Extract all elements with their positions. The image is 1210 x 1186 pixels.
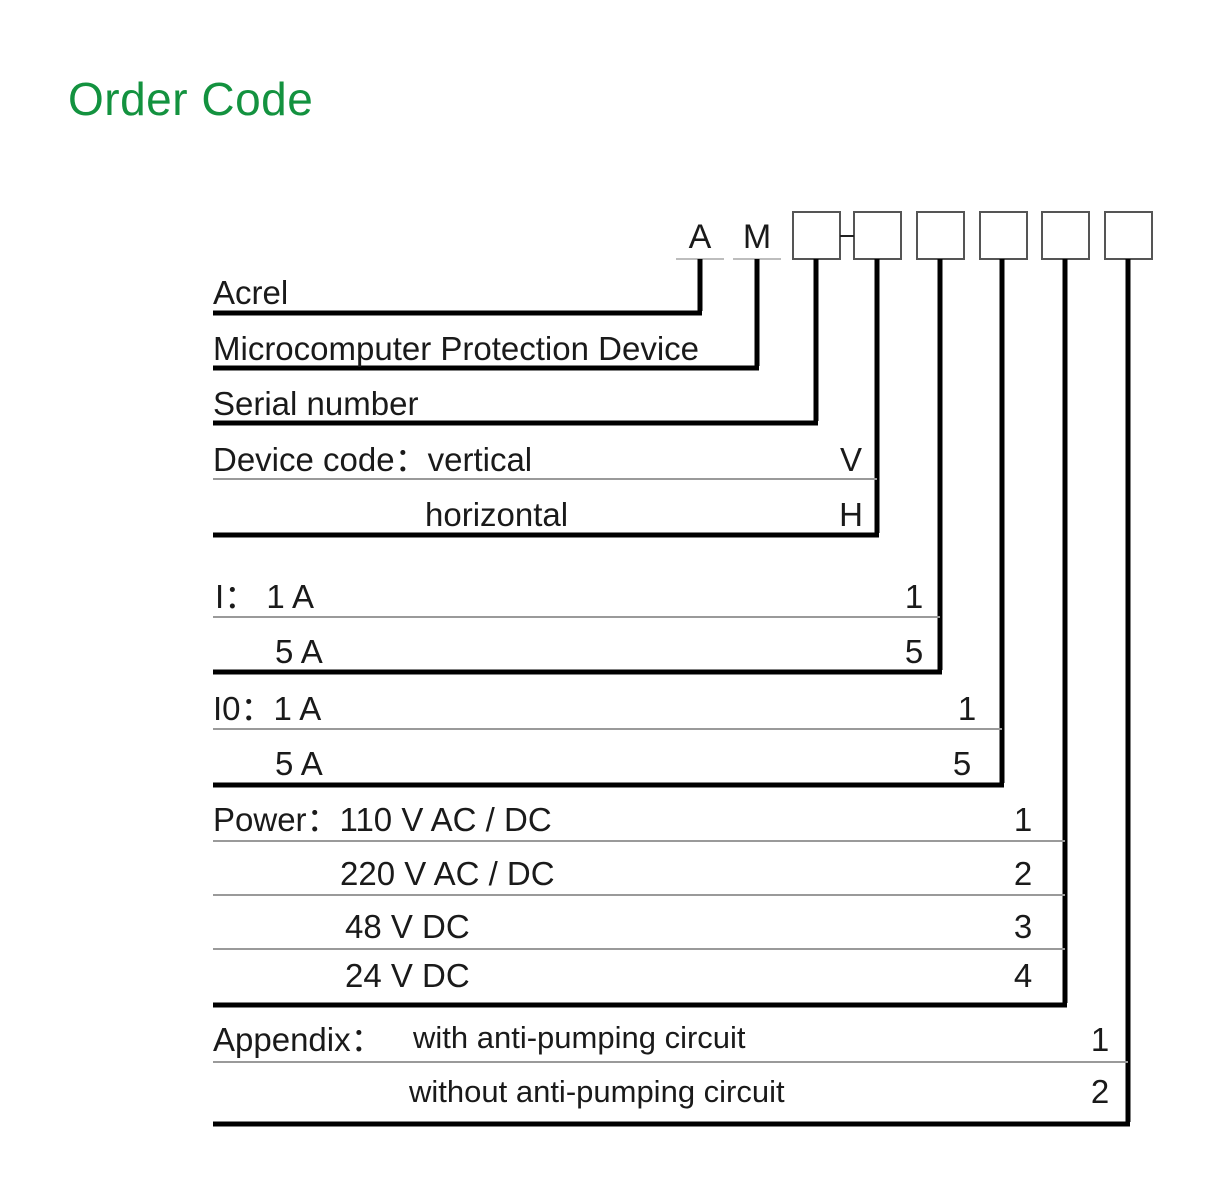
row-label-appendix-with: with anti-pumping circuit <box>412 1020 746 1055</box>
code-device-horizontal: H <box>839 496 863 533</box>
code-appendix-without: 2 <box>1091 1073 1109 1110</box>
code-i-5a: 5 <box>905 633 923 670</box>
row-label-acrel: Acrel <box>213 274 288 311</box>
page-title: Order Code <box>68 73 314 125</box>
code-box-1[interactable] <box>792 211 841 260</box>
sub-rules <box>213 478 1128 1063</box>
code-i0-5a: 5 <box>953 745 971 782</box>
code-power-24: 4 <box>1014 957 1032 994</box>
code-power-110: 1 <box>1014 801 1032 838</box>
row-label-power-48: 48 V DC <box>345 908 470 945</box>
code-power-48: 3 <box>1014 908 1032 945</box>
row-label-power-110: Power：110 V AC / DC <box>213 801 552 838</box>
code-char-a: A <box>689 218 712 256</box>
code-i0-1a: 1 <box>958 690 976 727</box>
code-box-6[interactable] <box>1104 211 1153 260</box>
code-i-1a: 1 <box>905 578 923 615</box>
code-box-5[interactable] <box>1041 211 1090 260</box>
code-power-220: 2 <box>1014 855 1032 892</box>
row-label-device-vertical: Device code：vertical <box>213 441 532 478</box>
row-label-mpd: Microcomputer Protection Device <box>213 330 699 367</box>
code-appendix-with: 1 <box>1091 1021 1109 1058</box>
code-box-3[interactable] <box>916 211 965 260</box>
row-label-appendix-without: without anti-pumping circuit <box>408 1074 785 1109</box>
connector-lines <box>697 259 1131 1122</box>
row-label-device-horizontal: horizontal <box>425 496 568 533</box>
row-label-power-220: 220 V AC / DC <box>340 855 555 892</box>
row-label-i0-5a: 5 A <box>275 745 323 782</box>
row-codes: V H 1 5 1 5 1 2 3 4 1 2 <box>839 441 1109 1110</box>
code-device-vertical: V <box>840 441 862 478</box>
code-box-4[interactable] <box>979 211 1028 260</box>
row-labels: Acrel Microcomputer Protection Device Se… <box>213 274 785 1109</box>
code-char-m: M <box>743 218 771 256</box>
code-string-group: A M <box>676 211 1153 260</box>
code-box-2[interactable] <box>853 211 902 260</box>
row-label-i0-1a: I0：1 A <box>213 690 321 727</box>
row-label-serial: Serial number <box>213 385 418 422</box>
row-label-power-24: 24 V DC <box>345 957 470 994</box>
row-label-i-1a: I： 1 A <box>215 578 314 615</box>
group-rules <box>213 310 1130 1127</box>
row-label-i-5a: 5 A <box>275 633 323 670</box>
row-label-appendix: Appendix： <box>213 1021 384 1058</box>
